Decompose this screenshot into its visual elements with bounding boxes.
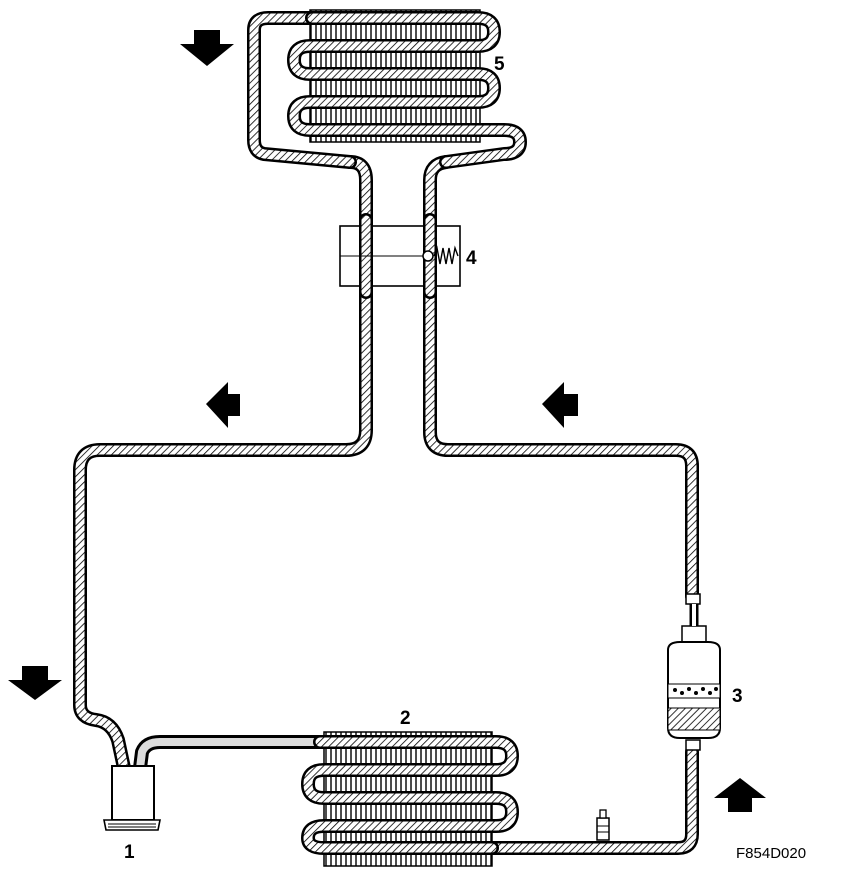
- arrow-down-icon: [8, 666, 62, 700]
- expansion-valve: [339, 213, 461, 299]
- arrow-up-icon: [714, 778, 766, 812]
- receiver-drier: [667, 593, 721, 751]
- service-valve: [596, 809, 610, 841]
- flow-arrows: [8, 30, 766, 812]
- label-receiver-drier: 3: [732, 686, 743, 707]
- arrow-left-icon: [206, 382, 240, 428]
- label-expansion-valve: 4: [466, 248, 477, 269]
- evaporator: [287, 9, 527, 169]
- pipe-network: [73, 11, 699, 855]
- condenser: [301, 731, 519, 867]
- label-condenser: 2: [400, 708, 411, 729]
- arrow-left-icon: [542, 382, 578, 428]
- compressor: [103, 765, 161, 831]
- arrow-down-icon: [180, 30, 234, 66]
- label-compressor: 1: [124, 842, 135, 863]
- label-evaporator: 5: [494, 54, 505, 75]
- figure-code: F854D020: [736, 845, 806, 862]
